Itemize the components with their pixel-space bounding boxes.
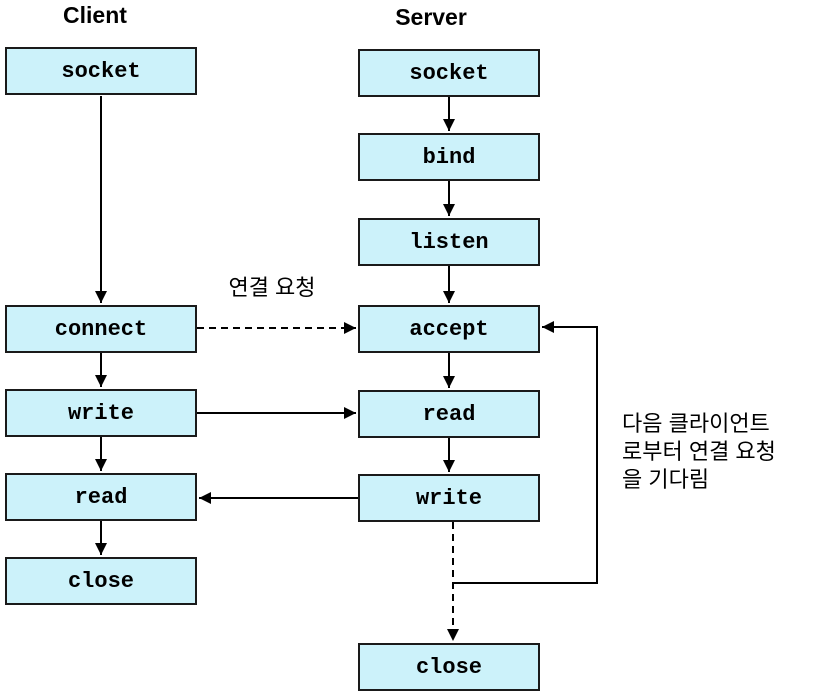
client-column-title: Client xyxy=(63,2,127,28)
client-box-read: read xyxy=(5,473,197,521)
server-box-write: write xyxy=(358,474,540,522)
client-box-write: write xyxy=(5,389,197,437)
wait-for-next-client-note: 다음 클라이언트 로부터 연결 요청 을 기다림 xyxy=(622,410,776,494)
arrow-loop-back-to-accept xyxy=(453,321,598,584)
server-box-close: close xyxy=(358,643,540,691)
server-box-accept: accept xyxy=(358,305,540,353)
server-column-title: Server xyxy=(395,4,467,30)
server-box-bind: bind xyxy=(358,133,540,181)
wait-note-line-2: 로부터 연결 요청 xyxy=(622,439,776,464)
server-box-read: read xyxy=(358,390,540,438)
connection-request-label: 연결 요청 xyxy=(228,275,316,300)
server-box-socket: socket xyxy=(358,49,540,97)
client-box-socket: socket xyxy=(5,47,197,95)
client-box-close: close xyxy=(5,557,197,605)
wait-note-line-3: 을 기다림 xyxy=(622,467,710,492)
client-box-connect: connect xyxy=(5,305,197,353)
server-box-listen: listen xyxy=(358,218,540,266)
wait-note-line-1: 다음 클라이언트 xyxy=(622,411,770,436)
